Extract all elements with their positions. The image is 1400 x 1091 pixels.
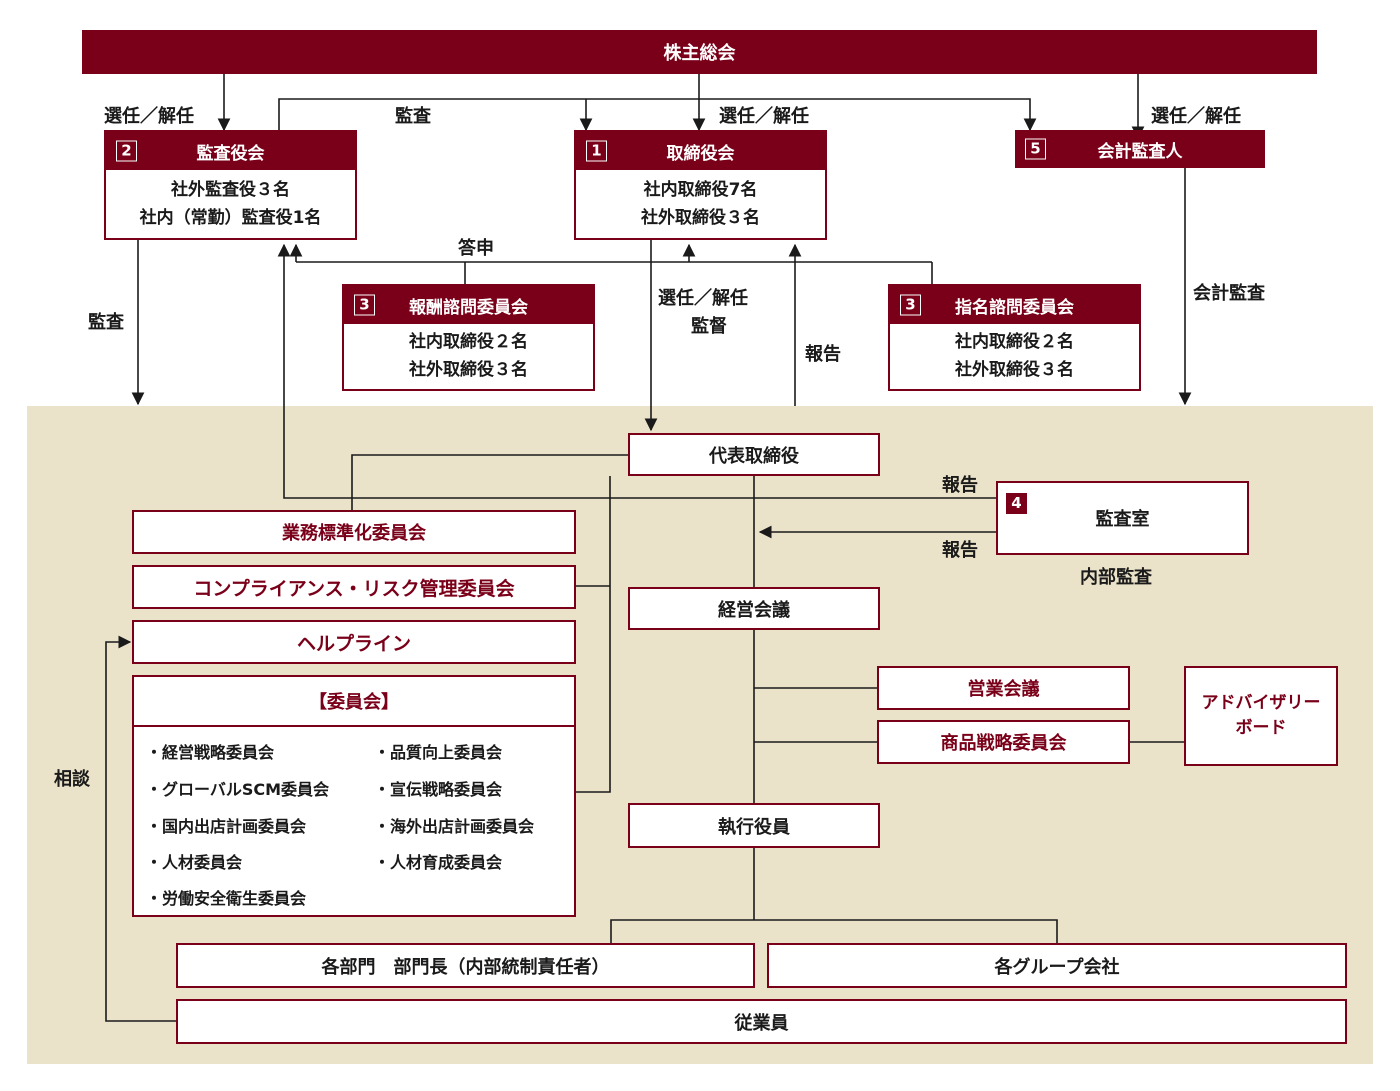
audit-board-line-1: 社外監査役３名 (171, 180, 290, 200)
accounting-auditor-number: 5 (1025, 138, 1046, 160)
label-report-answer: 答申 (458, 238, 494, 259)
advisory-board-line-1: アドバイザリー (1201, 693, 1321, 713)
committee-item: ・人材委員会 (146, 853, 243, 872)
committee-item: ・グローバルSCM委員会 (146, 780, 330, 799)
audit-office: 4 監査室 (996, 481, 1249, 555)
audit-board-header: 2 監査役会 (106, 132, 355, 170)
compensation-committee: 3 報酬諮問委員会 社内取締役２名 社外取締役３名 (342, 284, 595, 391)
label-audit-top: 監査 (395, 106, 431, 127)
committee-item: ・海外出店計画委員会 (374, 817, 535, 836)
shareholders-meeting: 株主総会 (82, 30, 1317, 74)
board-of-directors: 1 取締役会 社内取締役7名 社外取締役３名 (574, 130, 827, 240)
nomination-committee-title: 指名諮問委員会 (955, 297, 1074, 318)
ceo-box: 代表取締役 (628, 433, 880, 476)
label-internal-audit: 内部監査 (1080, 567, 1152, 588)
board-title: 取締役会 (666, 143, 735, 164)
board-header: 1 取締役会 (576, 132, 825, 170)
label-report-mid: 報告 (805, 344, 841, 365)
nomination-committee-number: 3 (900, 294, 921, 316)
executive-officers: 執行役員 (628, 803, 880, 848)
audit-office-number: 4 (1006, 493, 1027, 514)
group-companies: 各グループ会社 (767, 943, 1347, 988)
audit-board-number: 2 (116, 140, 137, 162)
label-report-upper: 報告 (942, 475, 978, 496)
committee-item: ・国内出店計画委員会 (146, 817, 307, 836)
committees-box: 【委員会】 ・経営戦略委員会 ・グローバルSCM委員会 ・国内出店計画委員会 ・… (132, 675, 576, 917)
compensation-committee-line-1: 社内取締役２名 (409, 332, 528, 352)
audit-board-title: 監査役会 (196, 143, 265, 164)
employees: 従業員 (176, 999, 1347, 1044)
label-appoint-left: 選任／解任 (104, 106, 194, 127)
committee-item: ・経営戦略委員会 (146, 743, 275, 762)
nomination-committee: 3 指名諮問委員会 社内取締役２名 社外取締役３名 (888, 284, 1141, 391)
board-line-2: 社外取締役３名 (641, 208, 760, 228)
compensation-committee-line-2: 社外取締役３名 (409, 360, 528, 380)
management-meeting: 経営会議 (628, 587, 880, 630)
sales-meeting: 営業会議 (877, 666, 1130, 710)
committee-item: ・労働安全衛生委員会 (146, 889, 307, 908)
label-accounting-audit: 会計監査 (1193, 283, 1265, 304)
nomination-committee-line-1: 社内取締役２名 (955, 332, 1074, 352)
label-appoint-right: 選任／解任 (1151, 106, 1241, 127)
board-number: 1 (586, 140, 607, 162)
departments: 各部門 部門長（内部統制責任者） (176, 943, 755, 988)
advisory-board: アドバイザリー ボード (1184, 666, 1338, 766)
nomination-committee-line-2: 社外取締役３名 (955, 360, 1074, 380)
accounting-auditor: 5 会計監査人 (1015, 130, 1265, 168)
committee-item: ・人材育成委員会 (374, 853, 503, 872)
advisory-board-line-2: ボード (1235, 718, 1287, 738)
label-report-lower: 報告 (942, 540, 978, 561)
label-appoint-supervise-1: 選任／解任 (658, 288, 748, 309)
label-appoint-supervise-2: 監督 (691, 316, 727, 337)
product-strategy-committee: 商品戦略委員会 (877, 720, 1130, 764)
audit-board: 2 監査役会 社外監査役３名 社内（常勤）監査役1名 (104, 130, 357, 240)
nomination-committee-header: 3 指名諮問委員会 (890, 286, 1139, 324)
label-consult: 相談 (54, 769, 90, 790)
standardization-committee: 業務標準化委員会 (132, 510, 576, 554)
committee-item: ・品質向上委員会 (374, 743, 503, 762)
compensation-committee-header: 3 報酬諮問委員会 (344, 286, 593, 324)
compensation-committee-title: 報酬諮問委員会 (409, 297, 528, 318)
compliance-risk-committee: コンプライアンス・リスク管理委員会 (132, 565, 576, 609)
audit-office-title: 監査室 (1095, 509, 1150, 530)
compensation-committee-number: 3 (354, 294, 375, 316)
label-audit-left: 監査 (88, 312, 124, 333)
label-appoint-center: 選任／解任 (719, 106, 809, 127)
accounting-auditor-title: 会計監査人 (1097, 141, 1183, 162)
audit-board-line-2: 社内（常勤）監査役1名 (139, 208, 322, 228)
helpline: ヘルプライン (132, 620, 576, 664)
committees-title: 【委員会】 (134, 677, 574, 727)
board-line-1: 社内取締役7名 (643, 180, 758, 200)
committee-item: ・宣伝戦略委員会 (374, 780, 503, 799)
